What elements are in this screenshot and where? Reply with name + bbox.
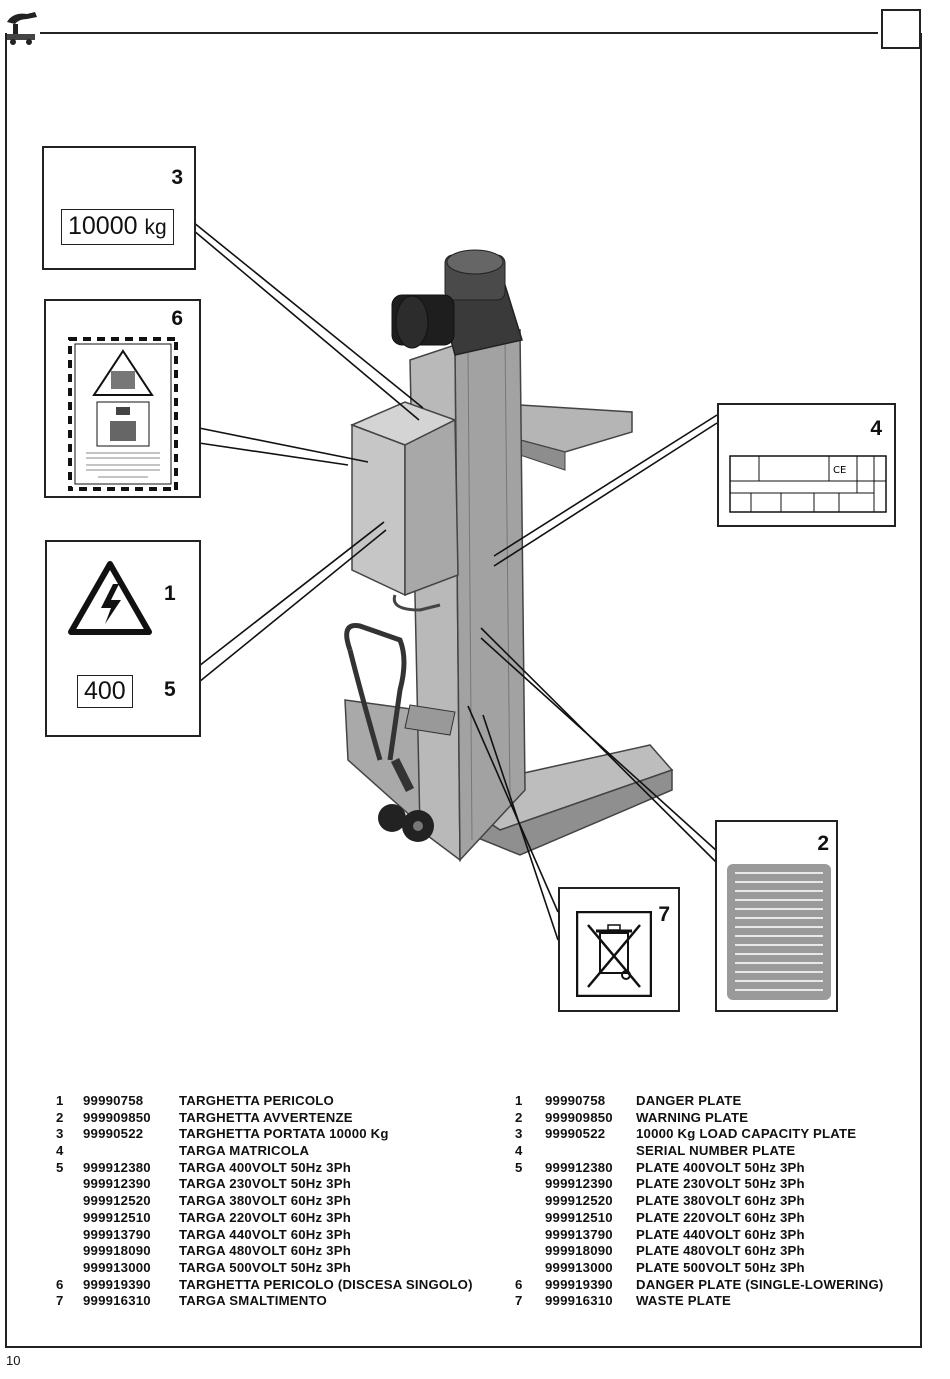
part-code: 99990758: [545, 1093, 606, 1108]
part-code: 999909850: [545, 1109, 613, 1125]
part-number: 1: [56, 1093, 64, 1108]
load-capacity-value: 10000: [68, 212, 138, 240]
part-number: 5: [56, 1159, 64, 1175]
company-logo-icon: [7, 12, 37, 45]
callout-number: 7: [658, 903, 670, 926]
load-capacity-unit: kg: [144, 216, 167, 239]
load-capacity-label: 10000 kg: [61, 209, 174, 245]
part-code: 999912510: [83, 1209, 151, 1225]
part-code: 999918090: [545, 1243, 613, 1259]
callout-number: 6: [171, 307, 183, 330]
part-number: 7: [56, 1293, 64, 1309]
part-number: 7: [515, 1293, 523, 1309]
part-description: TARGA 230VOLT 50Hz 3Ph: [179, 1176, 351, 1192]
part-description: TARGA 400VOLT 50Hz 3Ph: [179, 1159, 351, 1175]
part-code: 99990522: [545, 1126, 606, 1142]
part-code: 999913790: [83, 1226, 151, 1242]
part-number: 3: [515, 1126, 523, 1142]
part-description: 10000 Kg LOAD CAPACITY PLATE: [636, 1126, 857, 1142]
page-number: 10: [6, 1353, 21, 1368]
part-description: PLATE 230VOLT 50Hz 3Ph: [636, 1176, 805, 1192]
part-description: TARGHETTA PERICOLO (DISCESA SINGOLO): [179, 1276, 473, 1292]
part-description: TARGA SMALTIMENTO: [179, 1293, 327, 1309]
part-description: TARGHETTA PORTATA 10000 Kg: [179, 1126, 389, 1142]
part-code: 999912390: [545, 1176, 613, 1192]
part-description: TARGHETTA PERICOLO: [179, 1093, 335, 1108]
part-code: 999909850: [83, 1109, 151, 1125]
part-description: PLATE 480VOLT 60Hz 3Ph: [636, 1243, 805, 1259]
part-code: 999913000: [83, 1259, 151, 1275]
voltage-value: 400: [77, 675, 133, 708]
part-code: 999919390: [545, 1276, 613, 1292]
part-code: 999912510: [545, 1209, 613, 1225]
part-description: DANGER PLATE: [636, 1093, 742, 1108]
part-number: 3: [56, 1126, 64, 1142]
part-code: 99990758: [83, 1093, 144, 1108]
callout-number: 4: [870, 417, 882, 440]
part-description: PLATE 440VOLT 60Hz 3Ph: [636, 1226, 805, 1242]
callout-1-5-voltage-plate: 1 400 5: [45, 540, 201, 737]
part-code: 999912520: [545, 1193, 613, 1209]
part-description: TARGHETTA AVVERTENZE: [179, 1109, 353, 1125]
part-code: 999912380: [545, 1159, 613, 1175]
part-number: 6: [515, 1276, 523, 1292]
part-code: 999918090: [83, 1243, 151, 1259]
part-number: 5: [515, 1159, 523, 1175]
callout-number: 3: [171, 166, 183, 189]
part-description: WASTE PLATE: [636, 1293, 732, 1309]
callout-number: 2: [817, 832, 829, 855]
part-number: 2: [56, 1109, 64, 1125]
callout-2-warning-plate: 2: [715, 820, 838, 1012]
part-number: 1: [515, 1093, 523, 1108]
part-code: 999913790: [545, 1226, 613, 1242]
page-frame: [5, 33, 922, 1348]
callout-6-danger-plate: 6: [44, 299, 201, 498]
part-description: TARGA 500VOLT 50Hz 3Ph: [179, 1259, 351, 1275]
part-description: TARGA 220VOLT 60Hz 3Ph: [179, 1209, 351, 1225]
part-code: 999912380: [83, 1159, 151, 1175]
callout-3-load-plate: 3 10000 kg: [42, 146, 196, 270]
header-rule: [40, 32, 878, 34]
part-code: 999913000: [545, 1259, 613, 1275]
part-code: 999916310: [545, 1293, 613, 1309]
part-code: 99990522: [83, 1126, 144, 1142]
part-number: 4: [515, 1143, 523, 1159]
crossed-bin-icon: [576, 911, 652, 997]
part-number: 2: [515, 1109, 523, 1125]
callout-4-serial-plate: 4 CE: [717, 403, 896, 527]
callout-7-waste-plate: 7: [558, 887, 680, 1012]
part-code: 999916310: [83, 1293, 151, 1309]
electrical-hazard-icon: [68, 561, 152, 635]
part-description: SERIAL NUMBER PLATE: [636, 1143, 796, 1159]
part-description: TARGA 380VOLT 60Hz 3Ph: [179, 1193, 351, 1209]
warning-text-plate-icon: [727, 864, 831, 1000]
part-description: TARGA 440VOLT 60Hz 3Ph: [179, 1226, 351, 1242]
part-description: PLATE 500VOLT 50Hz 3Ph: [636, 1259, 805, 1275]
part-description: TARGA 480VOLT 60Hz 3Ph: [179, 1243, 351, 1259]
part-number: 4: [56, 1143, 64, 1159]
part-code: 999919390: [83, 1276, 151, 1292]
part-description: PLATE 380VOLT 60Hz 3Ph: [636, 1193, 805, 1209]
part-description: PLATE 400VOLT 50Hz 3Ph: [636, 1159, 805, 1175]
danger-plate-icon: [68, 337, 178, 491]
part-code: 999912520: [83, 1193, 151, 1209]
part-number: 6: [56, 1276, 64, 1292]
svg-text:CE: CE: [833, 465, 846, 476]
part-description: TARGA MATRICOLA: [179, 1143, 310, 1159]
serial-plate-icon: CE: [729, 455, 887, 513]
part-description: WARNING PLATE: [636, 1109, 749, 1125]
part-description: PLATE 220VOLT 60Hz 3Ph: [636, 1209, 805, 1225]
header-corner-box: [881, 9, 921, 49]
part-description: DANGER PLATE (SINGLE-LOWERING): [636, 1276, 884, 1292]
callout-number: 5: [164, 678, 176, 701]
part-code: 999912390: [83, 1176, 151, 1192]
callout-number: 1: [164, 582, 176, 605]
